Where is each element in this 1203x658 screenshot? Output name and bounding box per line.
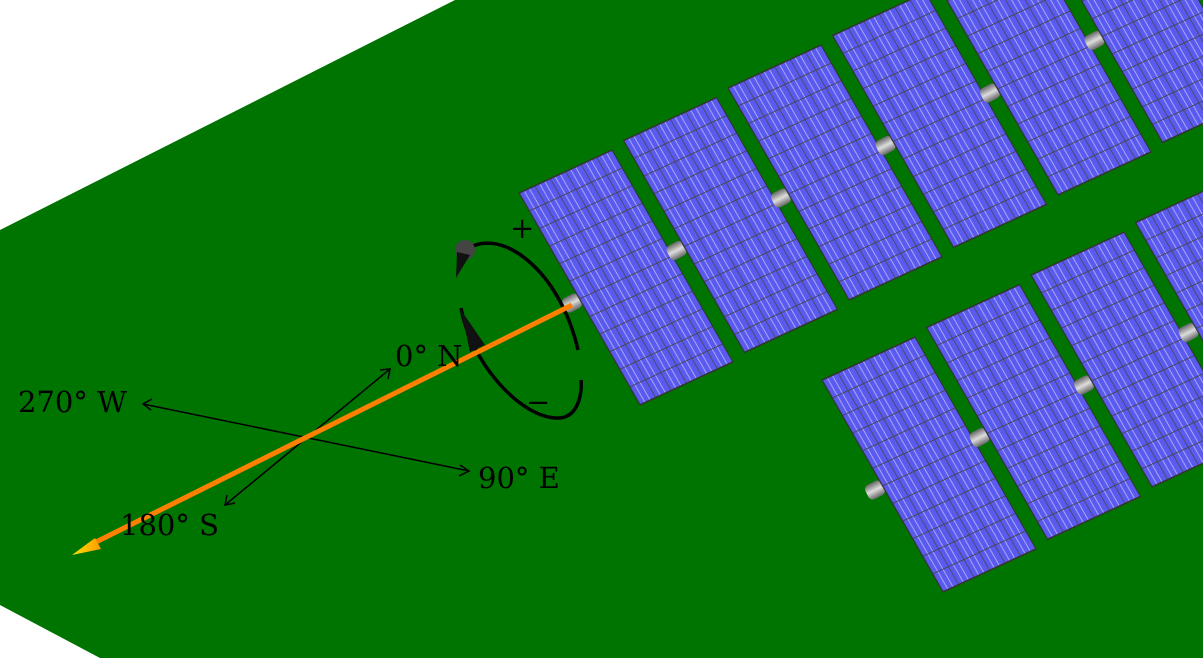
label-north: 0° N — [395, 339, 463, 373]
torque-tube-joint — [969, 428, 990, 447]
torque-tube-joint — [666, 241, 687, 260]
rotation-arc-upper — [464, 241, 580, 351]
torque-tube-joint — [1084, 31, 1105, 50]
torque-tube-joint — [875, 136, 896, 155]
torque-tube-joint — [771, 188, 791, 208]
label-west: 270° W — [18, 385, 127, 419]
label-south: 180° S — [120, 508, 219, 542]
solar-panel-array — [518, 0, 1203, 593]
torque-tube-joint — [1074, 375, 1094, 395]
solar-panel — [1040, 0, 1203, 144]
rotation-arrowhead-icon — [461, 310, 485, 352]
rotation-arrowhead-icon — [456, 252, 470, 278]
solar-panel — [1134, 178, 1203, 436]
sun-arrow-tip-icon — [72, 538, 101, 555]
label-minus: − — [526, 385, 550, 419]
label-plus: + — [510, 211, 534, 245]
label-east: 90° E — [478, 461, 560, 495]
torque-tube-joint — [865, 480, 885, 500]
torque-tube-joint — [1178, 323, 1199, 342]
torque-tube-joint — [980, 83, 1000, 103]
rotation-indicator — [455, 240, 583, 420]
sun-direction-ray — [86, 302, 574, 549]
